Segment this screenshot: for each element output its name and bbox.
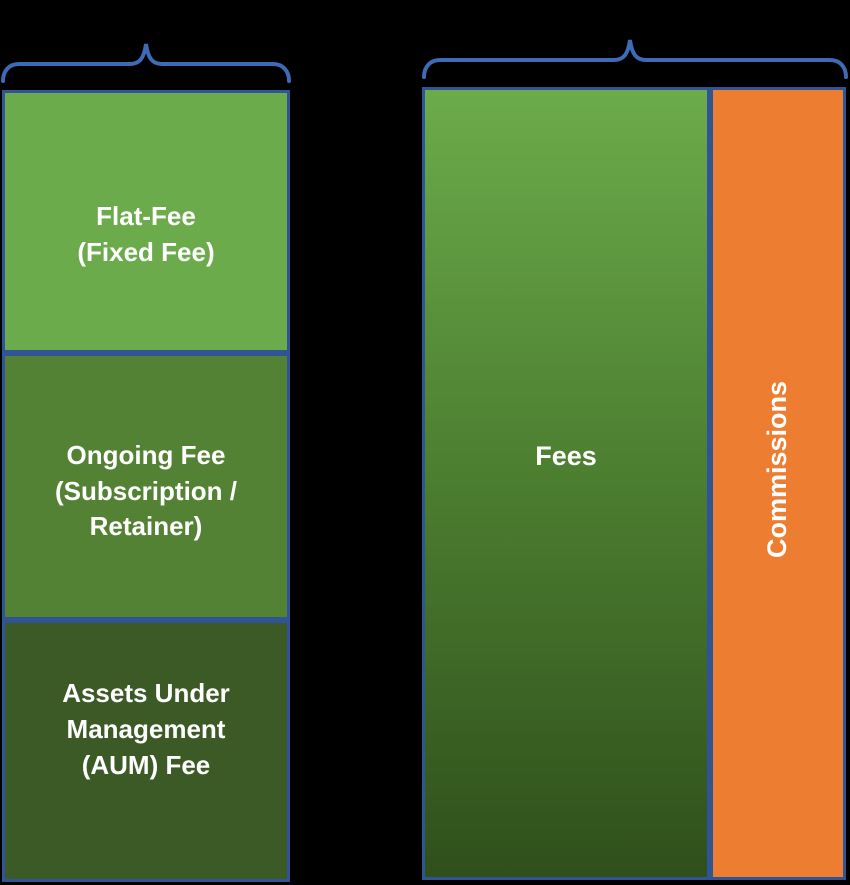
fees-vs-commissions-group: Fees Commissions [422, 87, 846, 880]
aum-fee-box: Assets Under Management (AUM) Fee [2, 620, 290, 882]
fees-box: Fees [422, 87, 710, 880]
flat-fee-label: Flat-Fee (Fixed Fee) [77, 200, 215, 267]
commissions-label: Commissions [762, 380, 793, 559]
ongoing-fee-box: Ongoing Fee (Subscription / Retainer) [2, 353, 290, 620]
fee-types-stack: Flat-Fee (Fixed Fee) Ongoing Fee (Subscr… [2, 90, 290, 882]
curly-brace-up-icon [422, 39, 848, 79]
fees-label: Fees [535, 441, 597, 471]
commissions-box: Commissions [710, 87, 846, 880]
ongoing-fee-label: Ongoing Fee (Subscription / Retainer) [55, 439, 237, 542]
aum-fee-label: Assets Under Management (AUM) Fee [62, 678, 230, 780]
curly-brace-up-icon [1, 43, 291, 83]
flat-fee-box: Flat-Fee (Fixed Fee) [2, 90, 290, 353]
